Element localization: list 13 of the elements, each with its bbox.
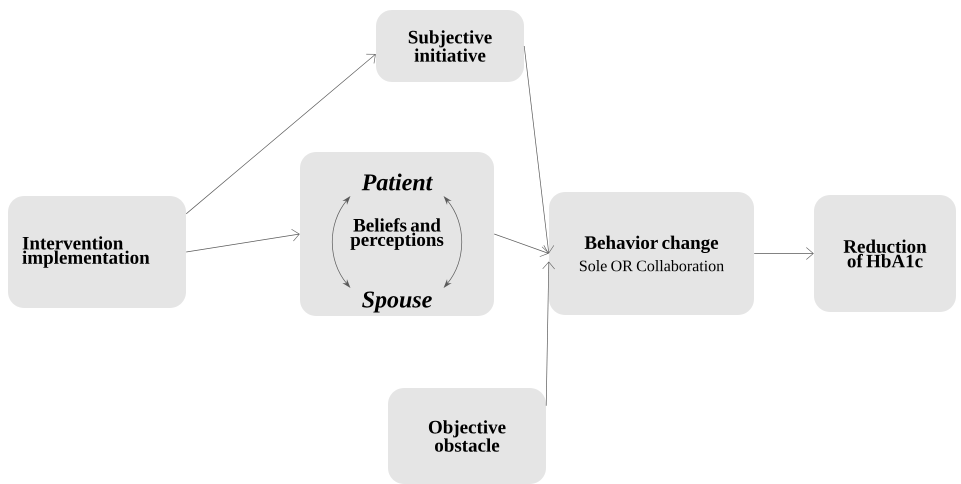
arrow	[524, 46, 554, 254]
process-box: Intervention implementation	[8, 196, 186, 308]
arrow	[494, 234, 549, 257]
arrow	[186, 228, 300, 252]
arrow	[754, 247, 814, 260]
process-box: Behavior change Sole OR Collaboration	[549, 192, 754, 315]
process-box: Objective obstacle	[388, 388, 546, 484]
arrow	[542, 262, 555, 406]
person-label: Patient	[362, 174, 433, 190]
arrow	[186, 54, 376, 214]
process-box: Reduction of HbA1c	[814, 195, 956, 312]
person-label: Spouse	[362, 292, 432, 312]
process-box: Subjective initiative	[376, 10, 524, 82]
